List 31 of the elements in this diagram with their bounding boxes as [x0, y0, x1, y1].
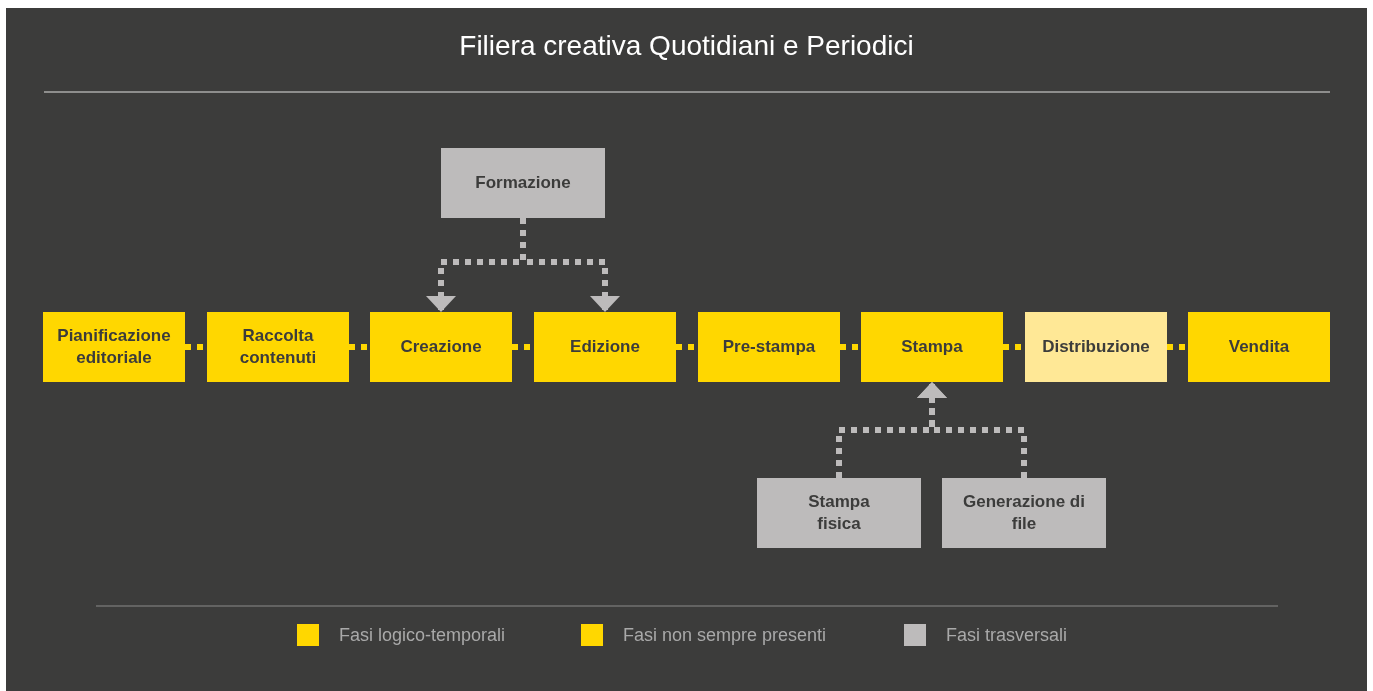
phase-label: Edizione [570, 335, 640, 358]
diagram-title: Filiera creativa Quotidiani e Periodici [458, 30, 915, 62]
transversal-phase-box [942, 478, 1106, 548]
phase-label: Pianificazione editoriale [56, 324, 172, 369]
phase-label: Vendita [1228, 335, 1290, 358]
phase-box [534, 312, 676, 382]
dotted-arrow [520, 218, 620, 312]
phase-box [698, 312, 840, 382]
legend-label: Fasi trasversali [946, 624, 1068, 646]
phase-label: Raccolta contenuti [238, 324, 318, 369]
phase-box [1025, 312, 1167, 382]
dotted-connector [840, 344, 861, 350]
transversal-phase-box [441, 148, 605, 218]
transversal-phase-box [757, 478, 921, 548]
legend-label: Fasi non sempre presenti [623, 624, 827, 646]
phase-box [370, 312, 512, 382]
phase-box [1188, 312, 1330, 382]
dotted-arrow [917, 382, 1027, 478]
phase-label: Formazione [475, 171, 571, 194]
phase-box [43, 312, 185, 382]
phase-label: Stampa fisica [807, 490, 871, 535]
phase-label: Pre-stampa [722, 335, 816, 358]
phase-box [207, 312, 349, 382]
phase-label: Stampa [901, 335, 963, 358]
dotted-connector [1167, 344, 1188, 350]
phase-label: Generazione di file [962, 490, 1086, 535]
dotted-connector [349, 344, 370, 350]
phase-label: Creazione [400, 335, 482, 358]
phase-box [861, 312, 1003, 382]
legend-label: Fasi logico-temporali [339, 624, 506, 646]
phase-label: Distribuzione [1042, 335, 1150, 358]
